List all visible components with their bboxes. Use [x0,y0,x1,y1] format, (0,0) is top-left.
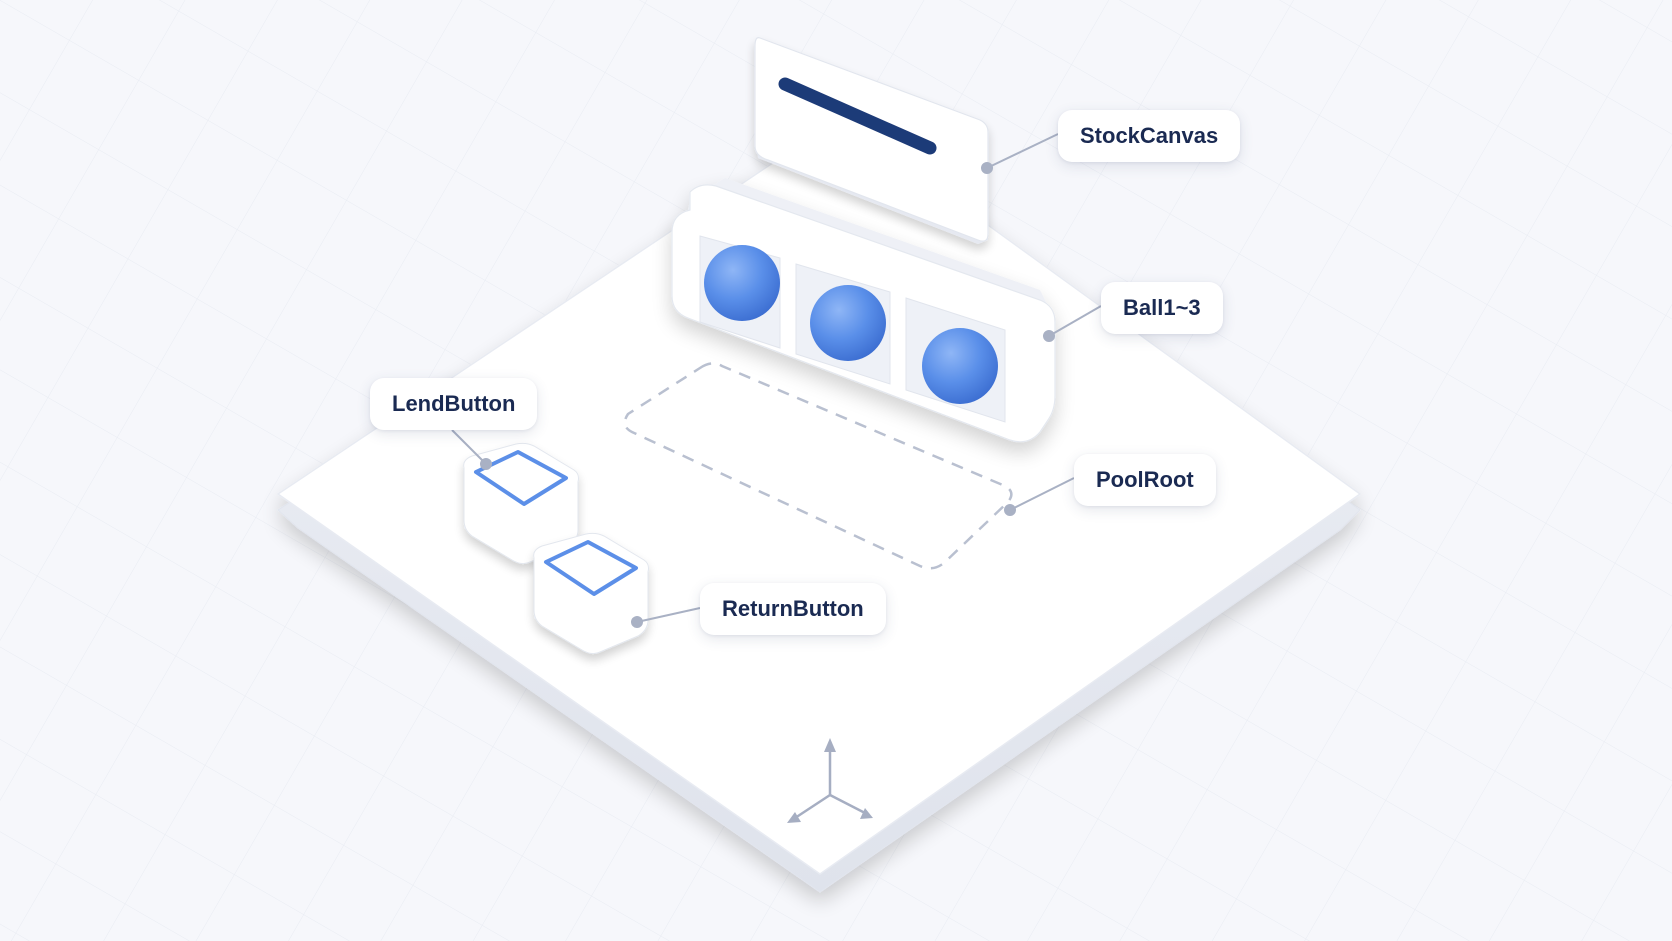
ball-3 [922,328,998,404]
stock-canvas-label: StockCanvas [1058,110,1241,162]
ball-2 [810,285,886,361]
axis-gizmo-icon [787,738,873,823]
ball-1 [704,245,780,321]
pool-root-label: PoolRoot [1074,454,1216,506]
leader-lines [451,133,1102,628]
lend-button-cube[interactable] [463,442,579,565]
return-button-cube[interactable] [533,532,649,655]
lend-button-label: LendButton [370,378,538,430]
return-button-label: ReturnButton [700,583,886,635]
balls-label: Ball1~3 [1101,282,1223,334]
stock-canvas-panel [754,37,989,244]
stock-bar [778,77,937,155]
